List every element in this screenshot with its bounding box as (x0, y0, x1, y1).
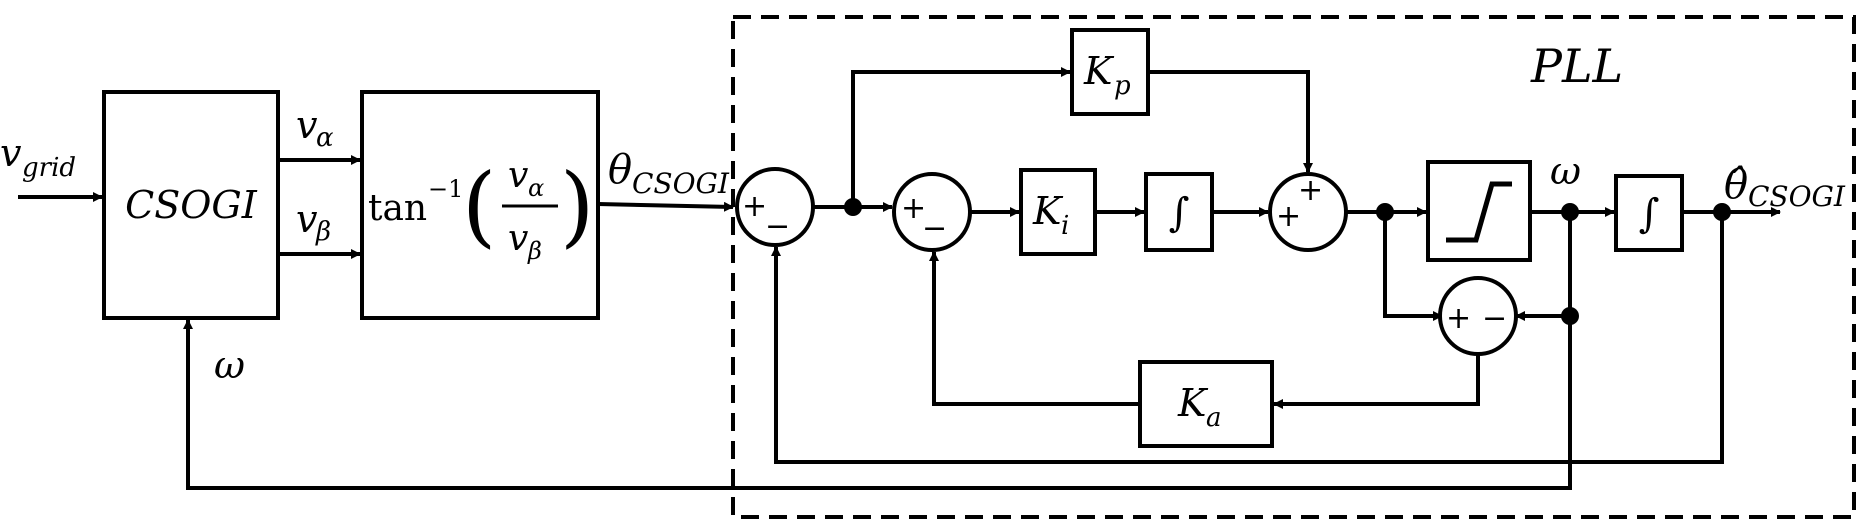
svg-text:α: α (528, 174, 544, 202)
svg-text:K: K (1177, 381, 1209, 425)
sum1-minus: − (765, 209, 790, 244)
svg-text:θ: θ (608, 147, 632, 193)
kp-to-sum3-arrow (1148, 70, 1313, 173)
svg-text:−1: −1 (428, 175, 463, 203)
svg-text:v: v (0, 131, 22, 175)
sum4-minus: − (1482, 301, 1507, 336)
omega-feedback-to-csogi (183, 212, 1572, 490)
theta-csogi-label: θ CSOGI (608, 147, 730, 200)
sum2-minus: − (922, 211, 947, 246)
svg-text:v: v (508, 155, 528, 196)
sum3-plus-top: + (1298, 173, 1323, 208)
ka-to-sum2-arrow (929, 251, 1140, 406)
pll-region (731, 15, 1856, 519)
to-kp-arrow (851, 67, 1071, 207)
sum3-plus-left: + (1276, 199, 1301, 234)
svg-text:v: v (296, 103, 318, 147)
svg-text:β: β (315, 217, 331, 247)
svg-text:CSOGI: CSOGI (1748, 180, 1846, 213)
svg-text:a: a (1206, 403, 1222, 433)
svg-text:v: v (508, 218, 528, 259)
svg-text:K: K (1083, 49, 1115, 93)
svg-text:p: p (1114, 71, 1131, 101)
ki-label: K i (1032, 189, 1069, 241)
kp-block (1070, 28, 1150, 116)
v-beta-label: v β (296, 197, 331, 247)
theta-feedback-to-sum1 (771, 212, 1724, 464)
svg-text:tan: tan (368, 188, 427, 229)
arctan-expression: tan −1 ( v α v β ) (368, 154, 594, 265)
sum4-plus: + (1446, 301, 1471, 336)
integrator-1-symbol: ∫ (1169, 190, 1190, 236)
v-alpha-label: v α (296, 103, 334, 153)
theta-csogi-arrow (597, 201, 734, 212)
left-paren: ( (462, 154, 496, 257)
ka-block (1138, 360, 1274, 448)
integrator-block-1 (1144, 172, 1214, 252)
csogi-block (102, 90, 280, 320)
svg-text:i: i (1061, 211, 1069, 241)
right-paren: ) (560, 154, 594, 257)
to-sum4-plus-arrow (1383, 212, 1443, 321)
sum4-to-ka-arrow (1273, 354, 1480, 409)
svg-text:α: α (316, 123, 334, 153)
theta-hat-csogi-label: θ̂ CSOGI (1724, 162, 1846, 213)
sum1-plus: + (742, 189, 767, 224)
svg-text:K: K (1032, 189, 1064, 233)
integrator-2-symbol: ∫ (1639, 191, 1660, 237)
omega-label-csogi: ω (214, 343, 245, 387)
arctan-block (360, 90, 600, 320)
pll-label: PLL (1530, 39, 1623, 93)
svg-text:θ̂: θ̂ (1724, 162, 1748, 208)
sum2-plus: + (901, 191, 926, 226)
csogi-label: CSOGI (125, 183, 258, 227)
input-label: v grid (0, 131, 76, 183)
omega-label-pll: ω (1550, 149, 1581, 193)
svg-text:v: v (296, 197, 318, 241)
svg-text:β: β (527, 237, 542, 265)
limiter-symbol (1446, 181, 1512, 243)
svg-text:CSOGI: CSOGI (632, 167, 730, 200)
limiter-block (1426, 160, 1532, 262)
kp-label: K p (1083, 49, 1131, 101)
ka-label: K a (1177, 381, 1222, 433)
svg-text:grid: grid (22, 153, 76, 183)
